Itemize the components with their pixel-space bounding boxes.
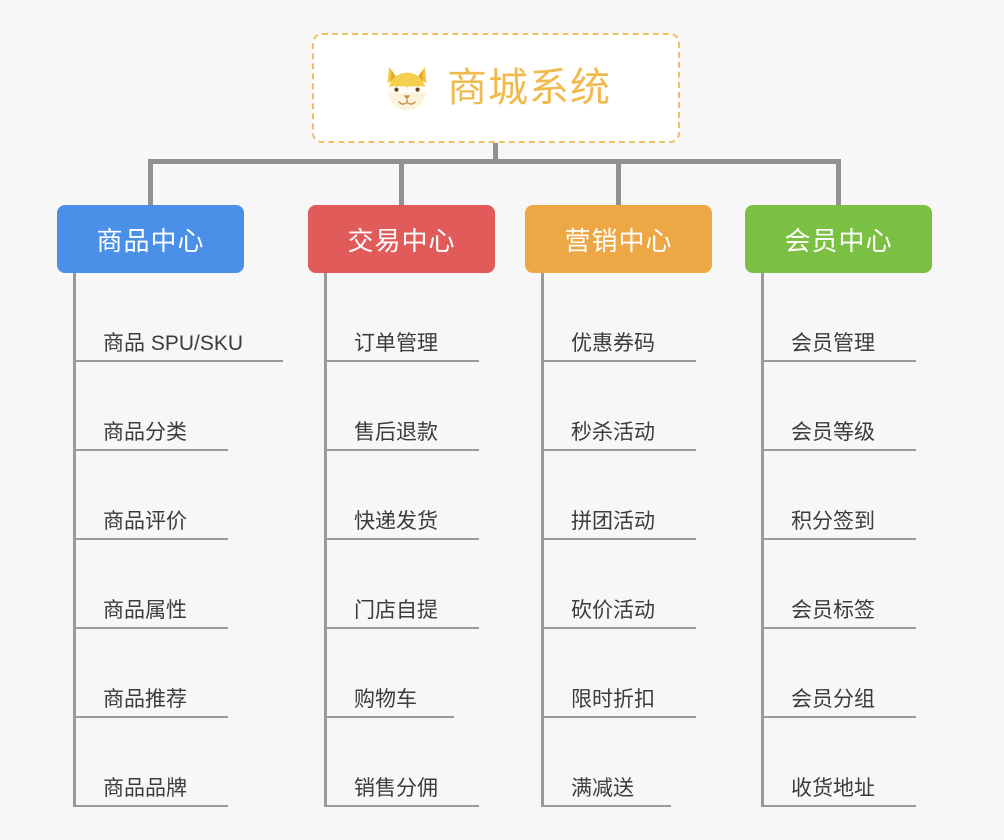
leaf-item-label: 购物车 xyxy=(354,688,417,711)
leaf-item[interactable]: 会员标签 xyxy=(761,540,1004,629)
leaf-item-rule xyxy=(761,538,916,540)
leaf-item-label: 会员等级 xyxy=(791,421,875,444)
root-node[interactable]: 商城系统 xyxy=(312,33,680,143)
leaf-item-rule xyxy=(324,716,454,718)
leaf-item-label: 会员分组 xyxy=(791,688,875,711)
leaf-item[interactable]: 满减送 xyxy=(541,718,788,807)
leaf-item-label: 秒杀活动 xyxy=(571,421,655,444)
leaf-item-rule xyxy=(324,627,479,629)
leaf-item-rule xyxy=(73,716,228,718)
leaf-item-label: 商品推荐 xyxy=(103,688,187,711)
category-box-4[interactable]: 会员中心 xyxy=(745,205,932,273)
leaf-item-rule xyxy=(541,716,696,718)
leaf-item-label: 会员标签 xyxy=(791,599,875,622)
leaf-item-rule xyxy=(324,360,479,362)
leaf-item[interactable]: 秒杀活动 xyxy=(541,362,788,451)
leaf-item[interactable]: 购物车 xyxy=(324,629,571,718)
leaf-item-label: 商品属性 xyxy=(103,599,187,622)
leaf-item-label: 会员管理 xyxy=(791,332,875,355)
leaf-item-label: 商品评价 xyxy=(103,510,187,533)
leaf-item[interactable]: 销售分佣 xyxy=(324,718,571,807)
column-spine xyxy=(73,273,76,807)
leaf-item-rule xyxy=(324,449,479,451)
leaf-item-rule xyxy=(324,538,479,540)
leaf-item-label: 快递发货 xyxy=(354,510,438,533)
leaf-item-label: 销售分佣 xyxy=(354,777,438,800)
leaf-item-label: 售后退款 xyxy=(354,421,438,444)
category-label: 交易中心 xyxy=(347,225,456,256)
leaf-item-label: 订单管理 xyxy=(354,332,438,355)
leaf-item-rule xyxy=(761,805,916,807)
leaf-item[interactable]: 商品推荐 xyxy=(73,629,320,718)
column-spine xyxy=(761,273,764,807)
leaf-item-rule xyxy=(541,627,696,629)
connector-drop-3 xyxy=(616,159,621,205)
leaf-item[interactable]: 积分签到 xyxy=(761,451,1004,540)
leaf-item-label: 收货地址 xyxy=(791,777,875,800)
leaf-item[interactable]: 砍价活动 xyxy=(541,540,788,629)
leaf-item-label: 积分签到 xyxy=(791,510,875,533)
category-label: 营销中心 xyxy=(564,225,673,256)
leaf-item-rule xyxy=(541,449,696,451)
category-label: 商品中心 xyxy=(96,225,205,256)
leaf-item-rule xyxy=(761,449,916,451)
leaf-item-rule xyxy=(73,627,228,629)
leaf-item[interactable]: 优惠券码 xyxy=(541,273,788,362)
leaf-item-rule xyxy=(73,538,228,540)
connector-drop-4 xyxy=(836,159,841,205)
leaf-item-label: 拼团活动 xyxy=(571,510,655,533)
leaf-item-rule xyxy=(324,805,479,807)
leaf-item[interactable]: 拼团活动 xyxy=(541,451,788,540)
leaf-item-rule xyxy=(73,360,283,362)
leaf-item-rule xyxy=(73,449,228,451)
leaf-item[interactable]: 商品 SPU/SKU xyxy=(73,273,320,362)
leaf-item-label: 满减送 xyxy=(571,777,634,800)
category-box-3[interactable]: 营销中心 xyxy=(525,205,712,273)
leaf-item-label: 砍价活动 xyxy=(571,599,655,622)
leaf-item[interactable]: 限时折扣 xyxy=(541,629,788,718)
leaf-item-label: 商品分类 xyxy=(103,421,187,444)
category-box-1[interactable]: 商品中心 xyxy=(57,205,244,273)
connector-drop-2 xyxy=(399,159,404,205)
leaf-item[interactable]: 商品分类 xyxy=(73,362,320,451)
leaf-item[interactable]: 门店自提 xyxy=(324,540,571,629)
leaf-item-rule xyxy=(761,627,916,629)
leaf-item-rule xyxy=(73,805,228,807)
leaf-item[interactable]: 售后退款 xyxy=(324,362,571,451)
leaf-item[interactable]: 商品属性 xyxy=(73,540,320,629)
leaf-column-4: 会员管理会员等级积分签到会员标签会员分组收货地址 xyxy=(761,273,1004,807)
connector-horizontal-bus xyxy=(148,159,839,164)
leaf-item[interactable]: 快递发货 xyxy=(324,451,571,540)
leaf-item-rule xyxy=(541,805,671,807)
leaf-column-3: 优惠券码秒杀活动拼团活动砍价活动限时折扣满减送 xyxy=(541,273,788,807)
leaf-item-label: 商品 SPU/SKU xyxy=(103,332,244,355)
leaf-item-label: 门店自提 xyxy=(354,599,438,622)
leaf-item[interactable]: 商品评价 xyxy=(73,451,320,540)
shiba-dog-face-icon xyxy=(387,66,427,110)
leaf-column-2: 订单管理售后退款快递发货门店自提购物车销售分佣 xyxy=(324,273,571,807)
leaf-column-1: 商品 SPU/SKU 商品分类商品评价商品属性商品推荐商品品牌 xyxy=(73,273,320,807)
root-title: 商城系统 xyxy=(447,66,611,110)
leaf-item-rule xyxy=(541,360,696,362)
leaf-item-label: 限时折扣 xyxy=(571,688,655,711)
leaf-item[interactable]: 会员等级 xyxy=(761,362,1004,451)
leaf-item[interactable]: 收货地址 xyxy=(761,718,1004,807)
column-spine xyxy=(541,273,544,807)
connector-drop-1 xyxy=(148,159,153,205)
column-spine xyxy=(324,273,327,807)
leaf-item-rule xyxy=(761,360,916,362)
leaf-item[interactable]: 商品品牌 xyxy=(73,718,320,807)
leaf-item[interactable]: 订单管理 xyxy=(324,273,571,362)
leaf-item-label: 优惠券码 xyxy=(571,332,655,355)
leaf-item-label: 商品品牌 xyxy=(103,777,187,800)
leaf-item-rule xyxy=(761,716,916,718)
leaf-item-rule xyxy=(541,538,696,540)
leaf-item[interactable]: 会员分组 xyxy=(761,629,1004,718)
category-label: 会员中心 xyxy=(784,225,893,256)
category-box-2[interactable]: 交易中心 xyxy=(308,205,495,273)
connector-root-stub xyxy=(493,143,498,163)
leaf-item[interactable]: 会员管理 xyxy=(761,273,1004,362)
